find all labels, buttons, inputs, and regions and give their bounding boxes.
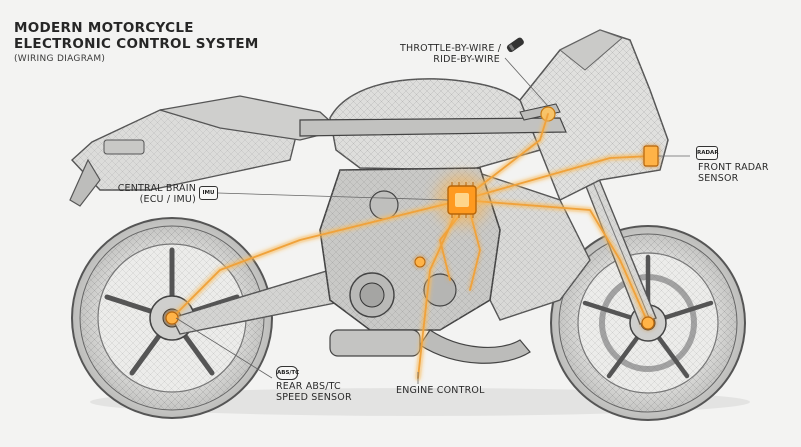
ecu-label-line1: CENTRAL BRAIN: [117, 183, 196, 194]
abs-label-line1: REAR ABS/TC: [276, 381, 341, 392]
ecu-chip: [436, 174, 488, 226]
wire-throttle: [461, 113, 549, 201]
wire-rear-abs: [171, 199, 463, 319]
engine-node: [414, 256, 426, 268]
throttle-label: THROTTLE-BY-WIRE / RIDE-BY-WIRE: [400, 43, 502, 66]
engine-control-label: ENGINE CONTROL: [396, 385, 485, 396]
abs-label: REAR ABS/TC SPEED SENSOR: [276, 381, 352, 404]
throttle-label-line2: RIDE-BY-WIRE: [433, 53, 500, 65]
abs-label-line2: SPEED SENSOR: [276, 391, 352, 403]
wire-radar: [461, 155, 653, 201]
front-wheel-sensor: [641, 316, 655, 330]
leader-lines: [175, 57, 690, 384]
radar-icon: RADAR: [696, 146, 719, 160]
imu-icon: IMU: [199, 186, 218, 200]
radar-label-line2: SENSOR: [698, 172, 739, 184]
abs-icon: ABS/TC: [276, 366, 299, 380]
throttle-grip-icon: [506, 37, 524, 53]
frame-spar: [299, 117, 567, 137]
rear-wheel-sensor: [165, 311, 179, 325]
page-title-line2: ELECTRONIC CONTROL SYSTEM: [14, 36, 259, 53]
title-block: MODERN MOTORCYCLE ELECTRONIC CONTROL SYS…: [14, 20, 259, 64]
page-title-line1: MODERN MOTORCYCLE: [14, 20, 194, 36]
exhaust: [329, 329, 531, 364]
radar-label: FRONT RADAR SENSOR: [698, 162, 769, 185]
radar-module: [643, 145, 659, 167]
throttle-label-line1: THROTTLE-BY-WIRE /: [400, 43, 502, 54]
page-subtitle: (WIRING DIAGRAM): [14, 54, 106, 65]
ecu-label-line2: (ECU / IMU): [139, 193, 196, 205]
wire-front-abs: [461, 199, 649, 324]
radar-label-line1: FRONT RADAR: [698, 162, 769, 173]
ecu-label: CENTRAL BRAIN (ECU / IMU): [100, 183, 196, 206]
